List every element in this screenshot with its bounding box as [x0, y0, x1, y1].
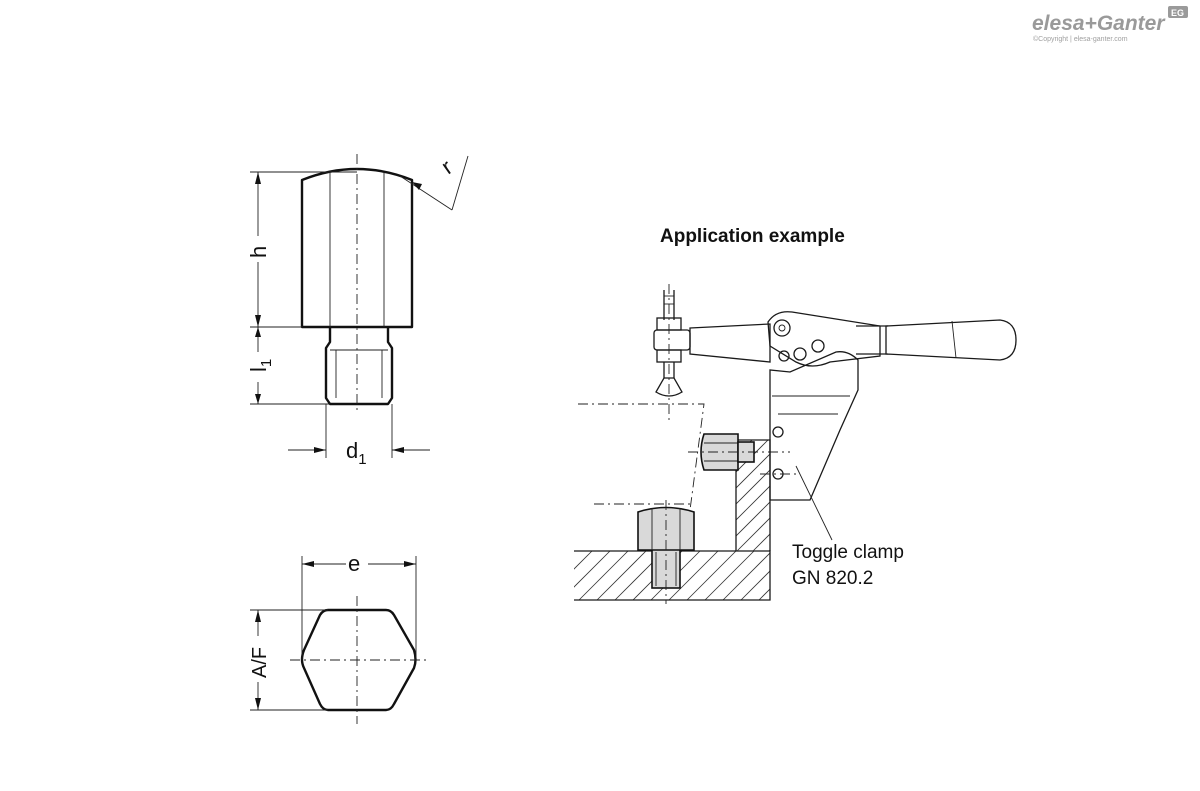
base-hatch-line — [668, 551, 719, 600]
base-hatch-line — [578, 551, 629, 600]
lower-pin — [594, 500, 695, 604]
callout-part-number: GN 820.2 — [792, 568, 873, 589]
wall-hatch-line — [736, 501, 770, 537]
clamp-bracket — [769, 351, 859, 501]
top-view: e A/F — [248, 551, 430, 724]
dim-label-l1: l1 — [246, 359, 275, 372]
base-hatch-line — [574, 551, 593, 570]
side-view: h l1 r d1 — [246, 154, 469, 468]
pivot-4 — [778, 350, 790, 362]
dim-label-h: h — [246, 246, 271, 258]
wall-hatch-line — [736, 469, 770, 505]
e-dim-arrows — [302, 561, 416, 567]
r-arrow — [412, 182, 422, 190]
af-dim-arrows — [255, 610, 261, 710]
clamp-handle-grip — [885, 319, 1017, 361]
pressure-pad — [655, 377, 683, 397]
application-title: Application example — [660, 226, 845, 247]
af-label-bg — [248, 636, 268, 682]
brand-badge: EG — [1171, 8, 1184, 18]
spindle-holder — [653, 329, 691, 351]
dim-label-r: r — [437, 154, 457, 179]
dim-label-e: e — [348, 551, 360, 576]
dim-label-d1: d1 — [346, 438, 367, 468]
wall-hatch-line — [736, 453, 770, 489]
clamp-arm — [689, 323, 771, 363]
brand-badge-bg — [1168, 6, 1188, 18]
head-outline — [300, 167, 414, 329]
hexagon-outline — [300, 608, 417, 712]
base-hatch-line — [722, 552, 770, 600]
base-hatch-line — [740, 570, 770, 600]
base-hatch-line — [758, 588, 770, 600]
base-hatch-line — [704, 551, 755, 600]
bolt-hole-1 — [772, 426, 784, 438]
pivot-3 — [793, 347, 807, 361]
pivot-1 — [773, 319, 791, 337]
pivot-2 — [811, 339, 825, 353]
wall-hatch-line — [768, 549, 770, 551]
application-example: Application example — [574, 226, 1017, 604]
base-hatch-line — [574, 551, 575, 552]
clamp-linkage — [767, 311, 881, 367]
base-hatch-line — [574, 551, 611, 588]
l1-label-bg — [248, 352, 270, 382]
base-hatch-line — [596, 551, 647, 600]
side-pin — [688, 433, 790, 471]
toggle-clamp — [653, 284, 1017, 501]
h-label-bg — [250, 236, 266, 262]
brand-name: elesa+Ganter — [1032, 12, 1166, 35]
pivot-1-pin — [778, 324, 786, 332]
e-label-bg — [346, 552, 368, 572]
wall-hatch-line — [736, 485, 770, 521]
shank-outline — [324, 327, 394, 406]
workpiece-outline — [578, 403, 705, 511]
copyright-text: ©Copyright | elesa-ganter.com — [1033, 35, 1128, 43]
r-leader — [399, 175, 453, 211]
base-hatch-line — [686, 551, 737, 600]
wall-hatch-line — [736, 517, 770, 551]
brand-logo: elesa+Ganter EG ©Copyright | elesa-gante… — [1032, 6, 1188, 43]
r-arc-tick — [451, 155, 469, 211]
callout-toggle-clamp: Toggle clamp — [792, 542, 904, 563]
dim-label-af: A/F — [249, 647, 271, 678]
callout-leader — [795, 465, 833, 541]
grip-highlight — [951, 320, 957, 359]
